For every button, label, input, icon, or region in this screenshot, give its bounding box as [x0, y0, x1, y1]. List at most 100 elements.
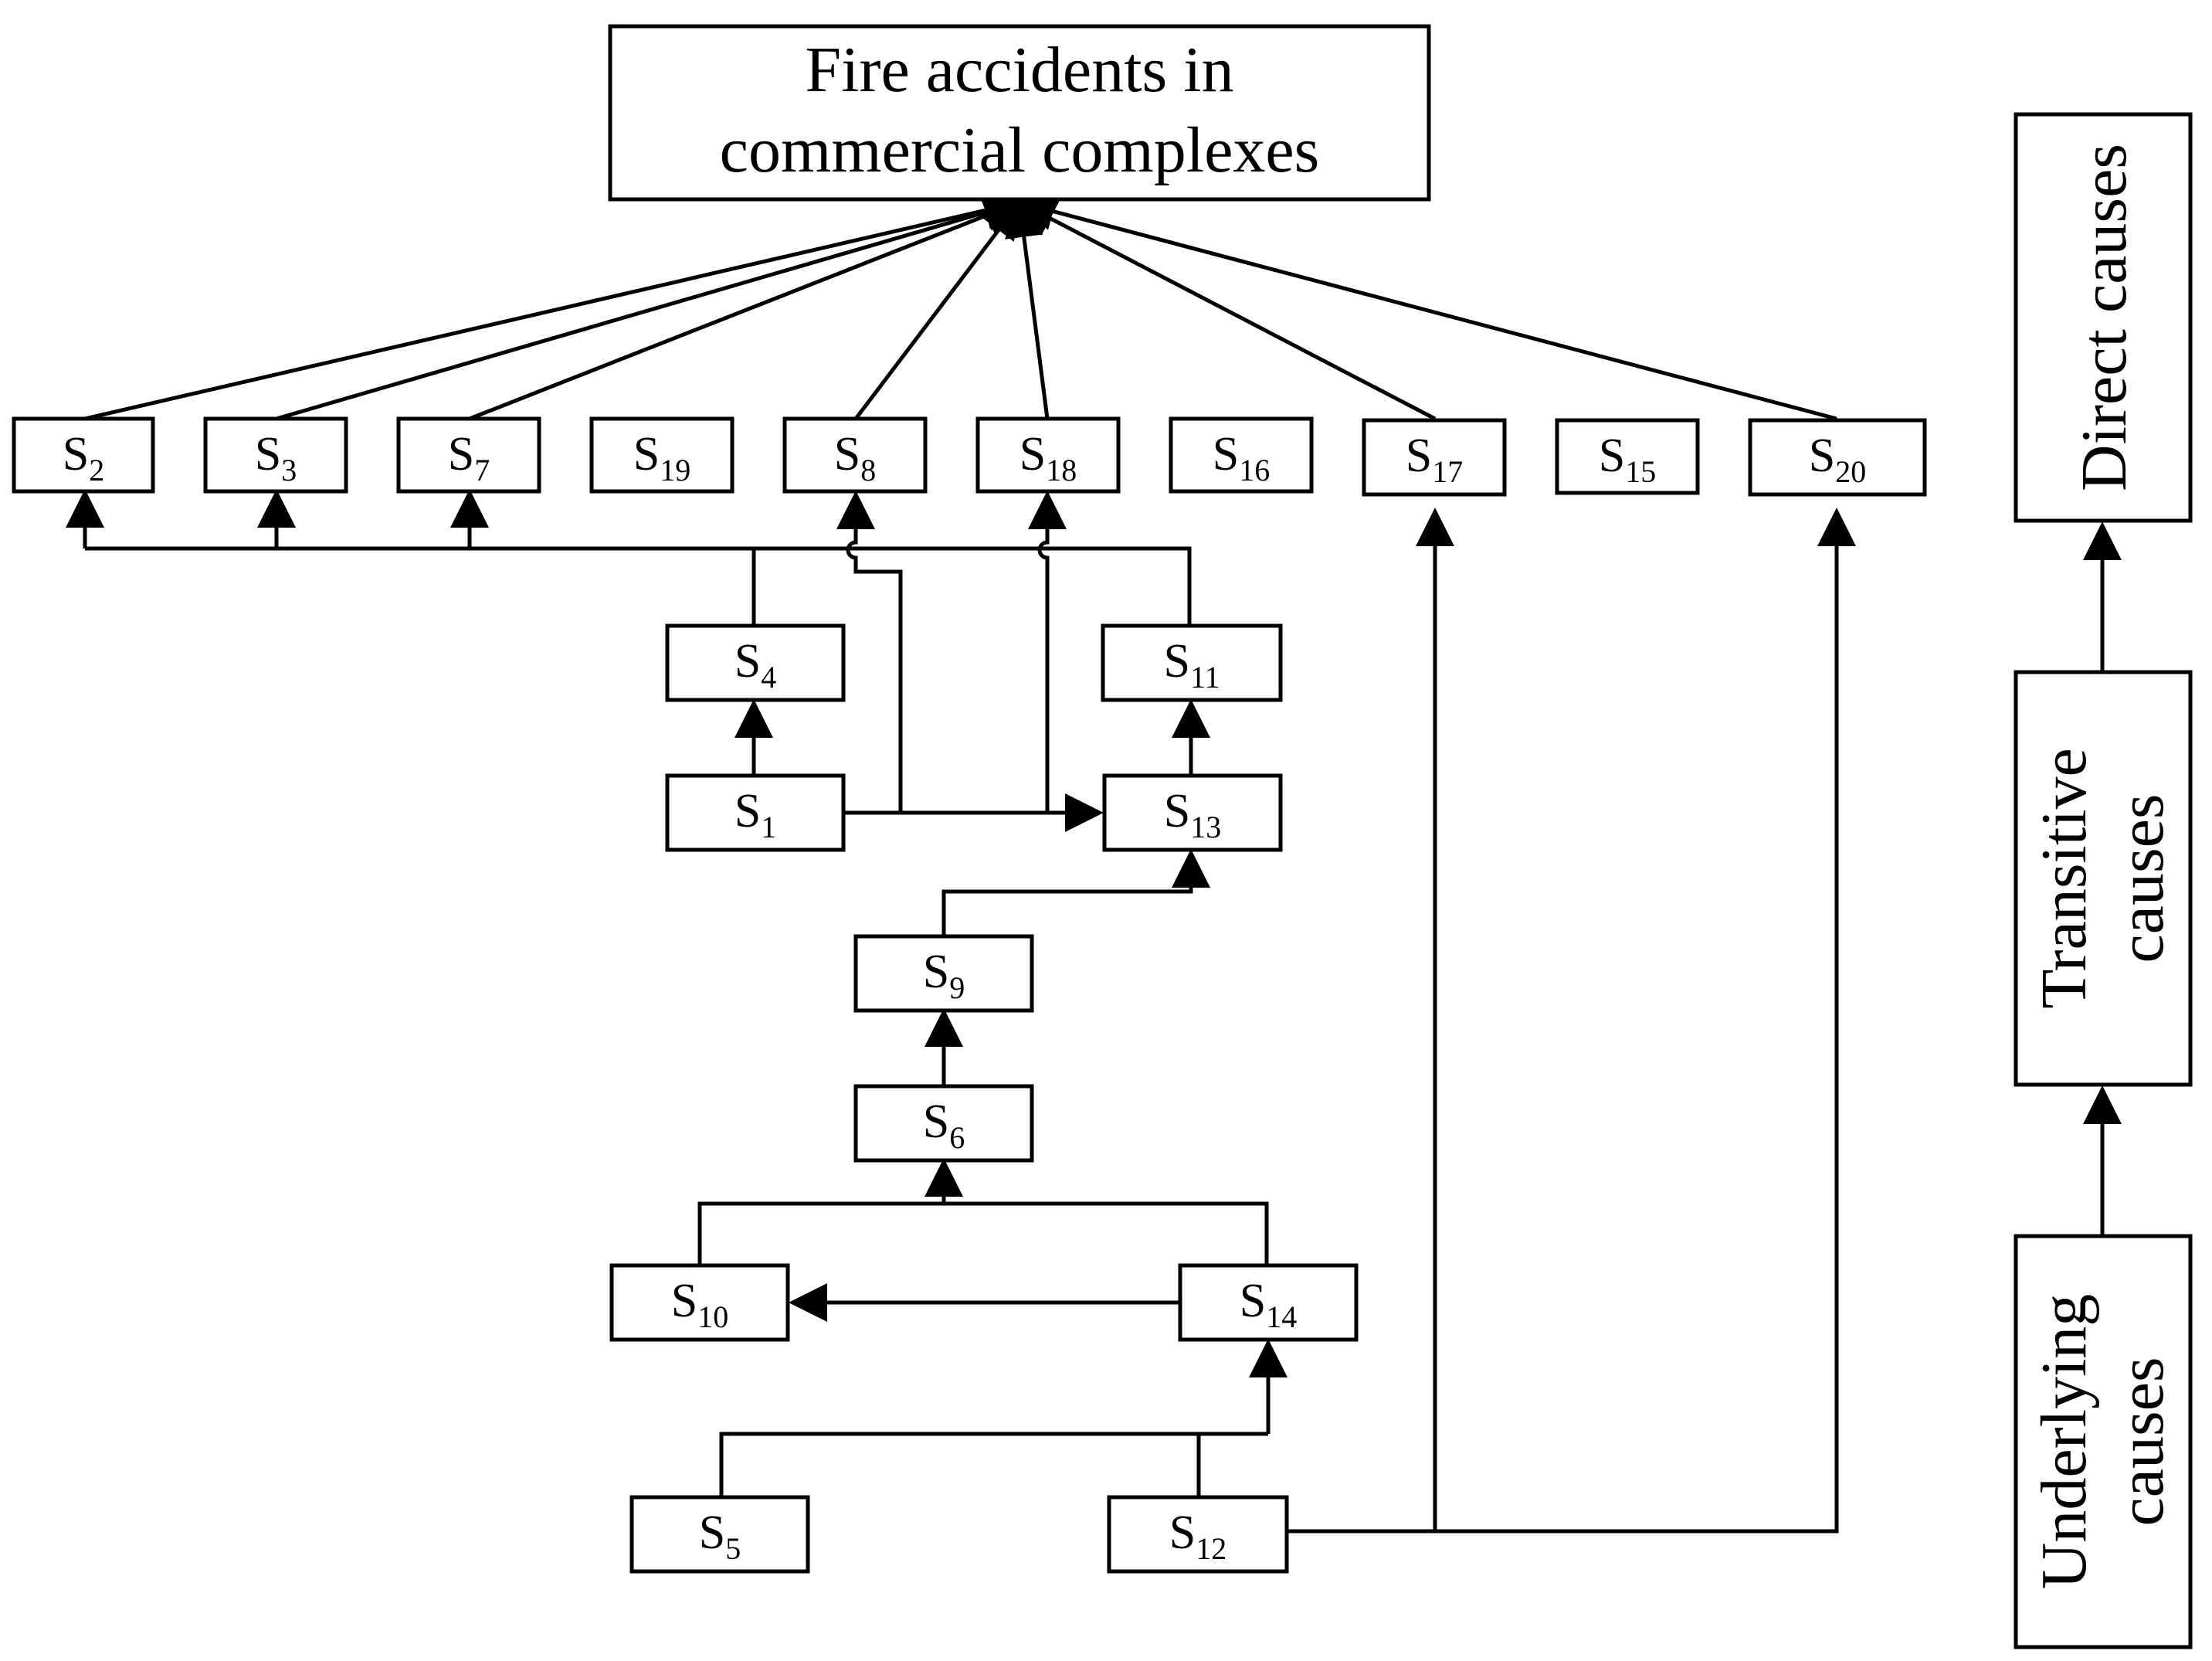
legend-underlying-label-2: causes [2105, 1357, 2177, 1526]
node-s12-sub: 12 [1196, 1531, 1226, 1566]
svg-text:S15: S15 [1599, 430, 1656, 489]
edge-s11-bus [85, 546, 1192, 626]
node-s17-sub: 17 [1432, 454, 1463, 489]
node-s16: S16 [1169, 416, 1314, 494]
svg-text:S5: S5 [699, 1506, 741, 1566]
node-s2-sub: 2 [89, 453, 104, 487]
node-s14-base: S [1240, 1275, 1266, 1327]
node-s6-base: S [923, 1095, 949, 1148]
node-s5-base: S [699, 1506, 725, 1559]
legend-transitive-causes: Transitive causes [2014, 670, 2193, 1087]
edge-s3-title [276, 193, 1023, 421]
node-s20: S20 [1748, 418, 1927, 497]
edge-s12-s20 [1287, 508, 1856, 1534]
node-s4: S4 [665, 623, 846, 702]
legend-direct-label: Direct causes [2068, 144, 2140, 491]
edge-s20-title [1016, 192, 1837, 421]
connectors [66, 191, 2122, 1534]
node-s3-base: S [255, 428, 281, 481]
node-s12-base: S [1169, 1506, 1196, 1559]
node-s1-sub: 1 [761, 810, 776, 844]
node-s3: S3 [203, 416, 348, 494]
svg-text:S16: S16 [1213, 428, 1270, 487]
node-s18: S18 [975, 416, 1121, 494]
node-s4-sub: 4 [761, 660, 776, 695]
edge-s2-title [84, 191, 1023, 421]
node-s7: S7 [396, 416, 541, 494]
node-s17: S17 [1362, 418, 1507, 497]
node-s20-base: S [1809, 430, 1835, 482]
node-s15: S15 [1555, 418, 1700, 495]
node-s5-sub: 5 [725, 1531, 741, 1566]
svg-text:S14: S14 [1240, 1275, 1297, 1334]
svg-text:S8: S8 [834, 428, 876, 487]
svg-text:S13: S13 [1164, 785, 1221, 844]
node-s8-base: S [834, 428, 860, 481]
node-s10-base: S [671, 1275, 697, 1327]
svg-text:S6: S6 [923, 1095, 965, 1155]
edge-s1-s8 [836, 491, 903, 813]
node-s11: S11 [1101, 623, 1283, 702]
node-s13-sub: 13 [1190, 810, 1221, 844]
svg-text:S12: S12 [1169, 1506, 1226, 1566]
svg-text:S7: S7 [448, 428, 490, 487]
node-s3-sub: 3 [281, 453, 297, 487]
legend-underlying-causes: Underlying causes [2014, 1234, 2193, 1649]
node-s6: S6 [853, 1084, 1034, 1163]
node-s7-sub: 7 [474, 453, 490, 487]
node-s9-sub: 9 [949, 970, 965, 1005]
edge-s18-title [1004, 199, 1050, 419]
node-s11-sub: 11 [1190, 660, 1220, 695]
node-s10-sub: 10 [697, 1299, 728, 1334]
node-s13: S13 [1102, 773, 1283, 852]
legend-direct-causes: Direct causes [2014, 112, 2193, 523]
svg-text:S1: S1 [735, 785, 776, 844]
edge-s17-title [1016, 200, 1437, 421]
edge-s5-s12-join [719, 1432, 1201, 1496]
node-s18-sub: 18 [1046, 453, 1077, 487]
node-s2-base: S [63, 428, 89, 481]
svg-text:S17: S17 [1406, 430, 1463, 489]
edge-s10-s14-join [697, 1201, 1269, 1264]
node-s15-sub: 15 [1625, 454, 1656, 489]
node-s16-sub: 16 [1239, 453, 1270, 487]
nodes: S2 S3 S7 S19 S8 S18 S16 S17 [12, 416, 1927, 1574]
node-s13-base: S [1164, 785, 1190, 837]
svg-text:S9: S9 [923, 946, 965, 1005]
svg-text:S10: S10 [671, 1275, 728, 1334]
node-s8: S8 [782, 416, 928, 494]
node-s15-base: S [1599, 430, 1625, 482]
node-s11-base: S [1164, 635, 1190, 688]
node-s10: S10 [609, 1263, 790, 1342]
legend: Direct causes Transitive causes Underlyi… [2014, 112, 2193, 1649]
node-s20-sub: 20 [1835, 454, 1866, 489]
node-s5: S5 [629, 1495, 810, 1574]
title-line-1: Fire accidents in [805, 34, 1233, 106]
legend-transitive-label-2: causes [2105, 793, 2177, 963]
svg-text:S18: S18 [1019, 428, 1077, 487]
svg-text:S11: S11 [1164, 635, 1220, 695]
node-s7-base: S [448, 428, 474, 481]
svg-text:S2: S2 [63, 428, 104, 487]
node-s1: S1 [665, 773, 846, 852]
legend-underlying-label-1: Underlying [2028, 1294, 2100, 1590]
svg-text:S19: S19 [633, 428, 690, 487]
node-s19-base: S [633, 428, 660, 481]
edge-s9-s13 [941, 849, 1210, 935]
node-s17-base: S [1406, 430, 1432, 482]
node-s2: S2 [12, 416, 155, 494]
node-s1-base: S [735, 785, 761, 837]
node-s19-sub: 19 [660, 453, 690, 487]
svg-text:S3: S3 [255, 428, 297, 487]
svg-text:S20: S20 [1809, 430, 1866, 489]
node-s14-sub: 14 [1266, 1299, 1297, 1334]
edge-s7-title [469, 197, 1023, 421]
edge-s1-s18 [1028, 491, 1067, 813]
node-s18-base: S [1019, 428, 1046, 481]
node-s9-base: S [923, 946, 949, 998]
node-s14: S14 [1178, 1263, 1359, 1342]
title-line-2: commercial complexes [720, 114, 1320, 186]
title-box: Fire accidents in commercial complexes [608, 24, 1431, 202]
node-s6-sub: 6 [949, 1120, 965, 1155]
